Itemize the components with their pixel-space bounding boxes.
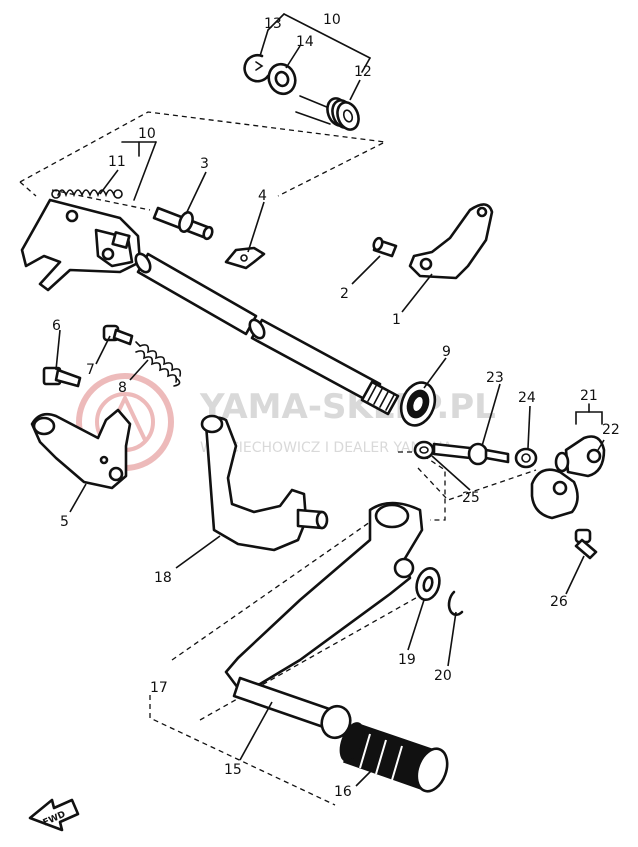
nut-24 xyxy=(514,447,538,469)
leader-lines xyxy=(55,29,605,787)
callout-25: 25 xyxy=(462,490,480,506)
clip-4 xyxy=(224,246,266,270)
washer-14 xyxy=(267,62,297,96)
bolt-2 xyxy=(372,236,398,258)
callout-12: 12 xyxy=(354,64,372,80)
pin-3 xyxy=(152,206,214,241)
callout-24: 24 xyxy=(518,390,536,406)
watermark-subtitle: WOJCIECHOWICZ I DEALER YAMAHA xyxy=(200,440,453,456)
adjuster-rod-23 xyxy=(432,442,510,466)
callout-4: 4 xyxy=(258,188,267,204)
spring-11 xyxy=(51,189,123,199)
group-21-bracket xyxy=(575,403,603,425)
footpeg-rubber-16 xyxy=(339,722,449,793)
washer-19 xyxy=(415,566,441,602)
shift-lever-plate-10 xyxy=(20,198,142,292)
callout-23: 23 xyxy=(486,370,504,386)
oil-seal-9 xyxy=(399,381,437,427)
shift-arm-1 xyxy=(408,203,494,280)
watermark-brand: YAMA-SKLEP.PL xyxy=(199,387,496,427)
group-10-upper-bracket xyxy=(267,13,371,73)
callout-11: 11 xyxy=(108,154,126,170)
peg-shaft-15 xyxy=(232,676,352,740)
callout-14: 14 xyxy=(296,34,314,50)
callout-8: 8 xyxy=(118,380,127,396)
callout-18: 18 xyxy=(154,570,172,586)
callout-19: 19 xyxy=(398,652,416,668)
rod-end-21 xyxy=(530,468,579,520)
callout-7: 7 xyxy=(86,362,95,378)
callout-13: 13 xyxy=(264,16,282,32)
spring-8 xyxy=(135,341,182,387)
callout-20: 20 xyxy=(434,668,452,684)
screw-7 xyxy=(102,324,134,346)
shift-lever-18 xyxy=(200,414,329,552)
stopper-lever-5 xyxy=(30,408,132,490)
callout-6: 6 xyxy=(52,318,61,334)
callout-21: 21 xyxy=(580,388,598,404)
group-10-lower-bracket xyxy=(121,141,157,201)
callout-16: 16 xyxy=(334,784,352,800)
bolt-6 xyxy=(42,366,82,388)
bolt-26 xyxy=(574,528,598,560)
callout-15: 15 xyxy=(224,762,242,778)
circlip-20 xyxy=(447,590,464,617)
callout-1: 1 xyxy=(392,312,401,328)
callout-numbers: 13 10 14 12 10 11 3 4 2 1 6 7 8 9 23 24 … xyxy=(52,12,620,800)
circlip-13 xyxy=(243,53,270,83)
watermark: YAMA-SKLEP.PL WOJCIECHOWICZ I DEALER YAM… xyxy=(76,373,496,471)
pedal-arm-17 xyxy=(224,501,424,690)
rod-end-22 xyxy=(554,435,606,478)
callout-3: 3 xyxy=(200,156,209,172)
callout-2: 2 xyxy=(340,286,349,302)
callout-17: 17 xyxy=(150,680,168,696)
callout-9: 9 xyxy=(442,344,451,360)
shift-shaft xyxy=(134,252,400,416)
assembly-dashed-lines xyxy=(19,111,537,806)
callout-10-upper: 10 xyxy=(323,12,341,28)
callout-5: 5 xyxy=(60,514,69,530)
torsion-spring-12 xyxy=(295,95,360,131)
nut-25 xyxy=(413,440,435,460)
callout-26: 26 xyxy=(550,594,568,610)
callout-22: 22 xyxy=(602,422,620,438)
callout-10-lower: 10 xyxy=(138,126,156,142)
forward-arrow-icon: FWD xyxy=(28,798,80,832)
